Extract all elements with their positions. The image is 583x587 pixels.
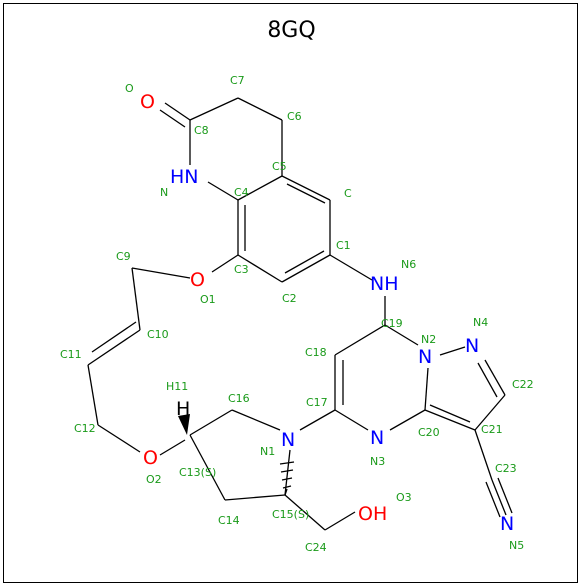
- label-n6: N6: [401, 258, 416, 271]
- label-n1: N1: [260, 445, 275, 458]
- label-c1: C1: [336, 239, 351, 252]
- label-c17: C17: [306, 396, 328, 409]
- label-c23: C23: [495, 462, 517, 475]
- label-c9: C9: [116, 250, 131, 263]
- hydroxyl-group: OH: [358, 503, 387, 525]
- label-n: N: [160, 186, 168, 199]
- label-o1: O1: [200, 293, 216, 306]
- label-c21: C21: [481, 423, 503, 436]
- stereo-hash-icon: [279, 461, 295, 496]
- label-c18: C18: [305, 346, 327, 359]
- pyrimidine-nitrogen-n3: N: [370, 427, 384, 449]
- pyrrolidine-nitrogen: N: [281, 429, 295, 451]
- label-c20: C20: [418, 426, 440, 439]
- label-c13s: C13(S): [179, 466, 216, 479]
- label-c14: C14: [218, 514, 240, 527]
- element-symbols: O HN O NH O N N N N OH N H: [140, 91, 514, 535]
- label-c15s: C15(S): [272, 508, 309, 521]
- ether-oxygen-o1: O: [190, 269, 205, 291]
- ether-oxygen-o2: O: [143, 447, 158, 469]
- label-c12: C12: [74, 422, 96, 435]
- pyrazole-nitrogen-n4: N: [465, 335, 479, 357]
- label-c4: C4: [234, 186, 249, 199]
- label-n4: N4: [473, 316, 488, 329]
- amide-nh: HN: [170, 166, 199, 188]
- label-c7: C7: [230, 74, 245, 87]
- label-c22: C22: [512, 378, 534, 391]
- label-c11: C11: [60, 348, 82, 361]
- label-c16: C16: [228, 392, 250, 405]
- pyrimidine-nitrogen-n2: N: [418, 346, 432, 368]
- label-c19: C19: [381, 317, 403, 330]
- label-c10: C10: [147, 328, 169, 341]
- carbonyl-oxygen: O: [140, 91, 155, 113]
- diagram-title: 8GQ: [267, 18, 316, 43]
- label-o2: O2: [146, 473, 162, 486]
- label-n5: N5: [509, 539, 524, 552]
- label-c3: C3: [234, 263, 249, 276]
- label-o3: O3: [396, 491, 412, 504]
- label-c: C: [344, 187, 352, 200]
- nitrile-nitrogen: N: [500, 513, 514, 535]
- label-c5: C5: [272, 160, 287, 173]
- label-c2: C2: [282, 292, 297, 305]
- bonds: [87, 97, 513, 531]
- label-o: O: [125, 82, 134, 95]
- atom-labels: O C7 C6 C8 C5 N C4 C C1 N6 C9 C3 O1 C2 C…: [60, 74, 534, 554]
- label-n3: N3: [370, 455, 385, 468]
- label-c8: C8: [194, 124, 209, 137]
- label-c24: C24: [305, 541, 327, 554]
- label-h11: H11: [166, 380, 188, 393]
- stereo-hydrogen: H: [176, 398, 190, 420]
- stereo-wedge-icon: [178, 414, 190, 435]
- label-n2: N2: [421, 333, 436, 346]
- amine-nh: NH: [370, 273, 399, 295]
- label-c6: C6: [287, 110, 302, 123]
